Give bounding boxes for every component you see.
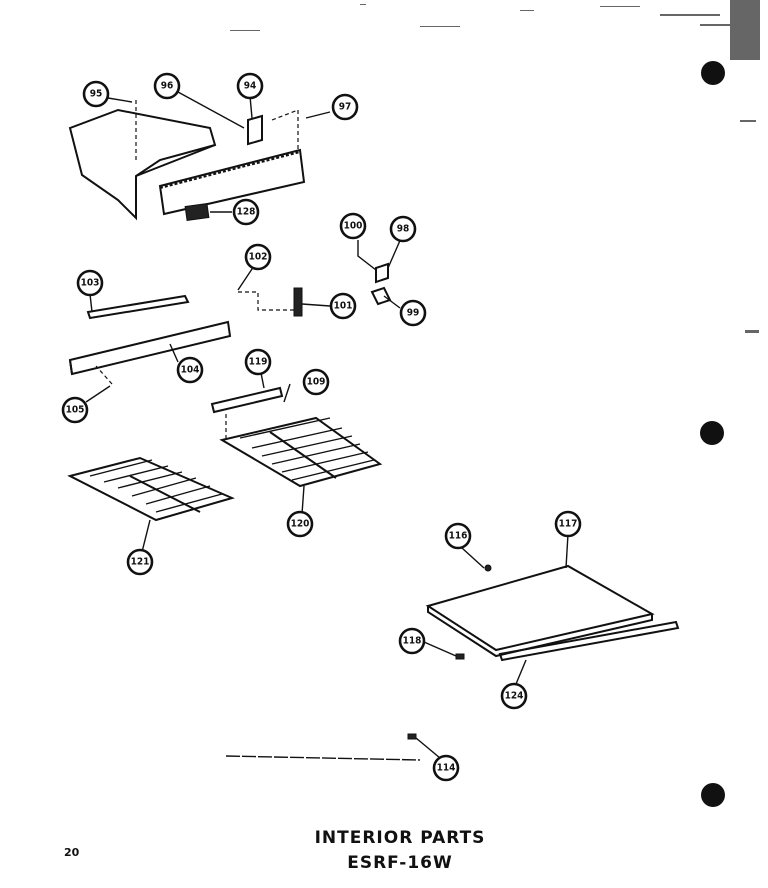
bracket-parts	[357, 240, 392, 306]
callout-label-120: 120	[291, 519, 310, 530]
bracket-101	[293, 287, 303, 317]
callout-label-97: 97	[339, 102, 352, 113]
callout-label-103: 103	[81, 278, 100, 289]
callout-104: 104	[176, 356, 204, 384]
callout-94: 94	[236, 72, 264, 100]
callout-label-96: 96	[161, 81, 174, 92]
callout-label-101: 101	[334, 301, 353, 312]
shelf-front-119	[210, 386, 284, 414]
callout-label-94: 94	[244, 81, 257, 92]
callout-95: 95	[82, 80, 110, 108]
callout-label-102: 102	[249, 252, 268, 263]
callout-96: 96	[153, 72, 181, 100]
callout-118: 118	[398, 627, 426, 655]
callout-label-117: 117	[559, 519, 578, 530]
callout-124: 124	[500, 682, 528, 710]
part-114	[407, 733, 417, 740]
callout-label-98: 98	[397, 224, 410, 235]
scan-noise	[230, 0, 760, 333]
callout-121: 121	[126, 548, 154, 576]
callout-102: 102	[244, 243, 272, 271]
callout-100: 100	[339, 212, 367, 240]
callout-label-109: 109	[307, 377, 326, 388]
binder-hole-bottom	[701, 783, 725, 807]
callout-label-95: 95	[90, 89, 103, 100]
breaker-strip-103	[86, 294, 190, 320]
callout-label-124: 124	[505, 691, 524, 702]
callout-114: 114	[432, 754, 460, 782]
callout-label-105: 105	[66, 405, 85, 416]
callout-label-99: 99	[407, 308, 420, 319]
callout-109: 109	[302, 368, 330, 396]
page-number: 20	[64, 846, 80, 859]
crisper-cover-assembly	[68, 100, 306, 222]
callout-label-114: 114	[437, 763, 456, 774]
callout-label-121: 121	[131, 557, 150, 568]
callout-label-119: 119	[249, 357, 268, 368]
rail-104	[68, 320, 232, 376]
callout-116: 116	[444, 522, 472, 550]
model-number: ESRF-16W	[347, 853, 453, 873]
callout-98: 98	[389, 215, 417, 243]
callout-120: 120	[286, 510, 314, 538]
binder-hole-middle	[700, 421, 724, 445]
floor-line	[225, 755, 421, 761]
rail-104-edge	[69, 359, 73, 375]
page-title: INTERIOR PARTS	[314, 828, 486, 848]
callout-label-116: 116	[449, 531, 468, 542]
crisper-cover-117	[425, 564, 680, 662]
shelf-120	[219, 416, 383, 488]
callout-105: 105	[61, 396, 89, 424]
binder-hole-top	[701, 61, 725, 85]
callout-label-118: 118	[403, 636, 422, 647]
callout-119: 119	[244, 348, 272, 376]
shelf-121	[67, 456, 235, 522]
callout-label-104: 104	[181, 365, 200, 376]
leader-101	[238, 291, 294, 311]
callout-99: 99	[399, 299, 427, 327]
callout-97: 97	[331, 93, 359, 121]
callout-103: 103	[76, 269, 104, 297]
callout-label-128: 128	[237, 207, 256, 218]
callout-label-100: 100	[344, 221, 363, 232]
callout-128: 128	[232, 198, 260, 226]
callout-101: 101	[329, 292, 357, 320]
callout-117: 117	[554, 510, 582, 538]
